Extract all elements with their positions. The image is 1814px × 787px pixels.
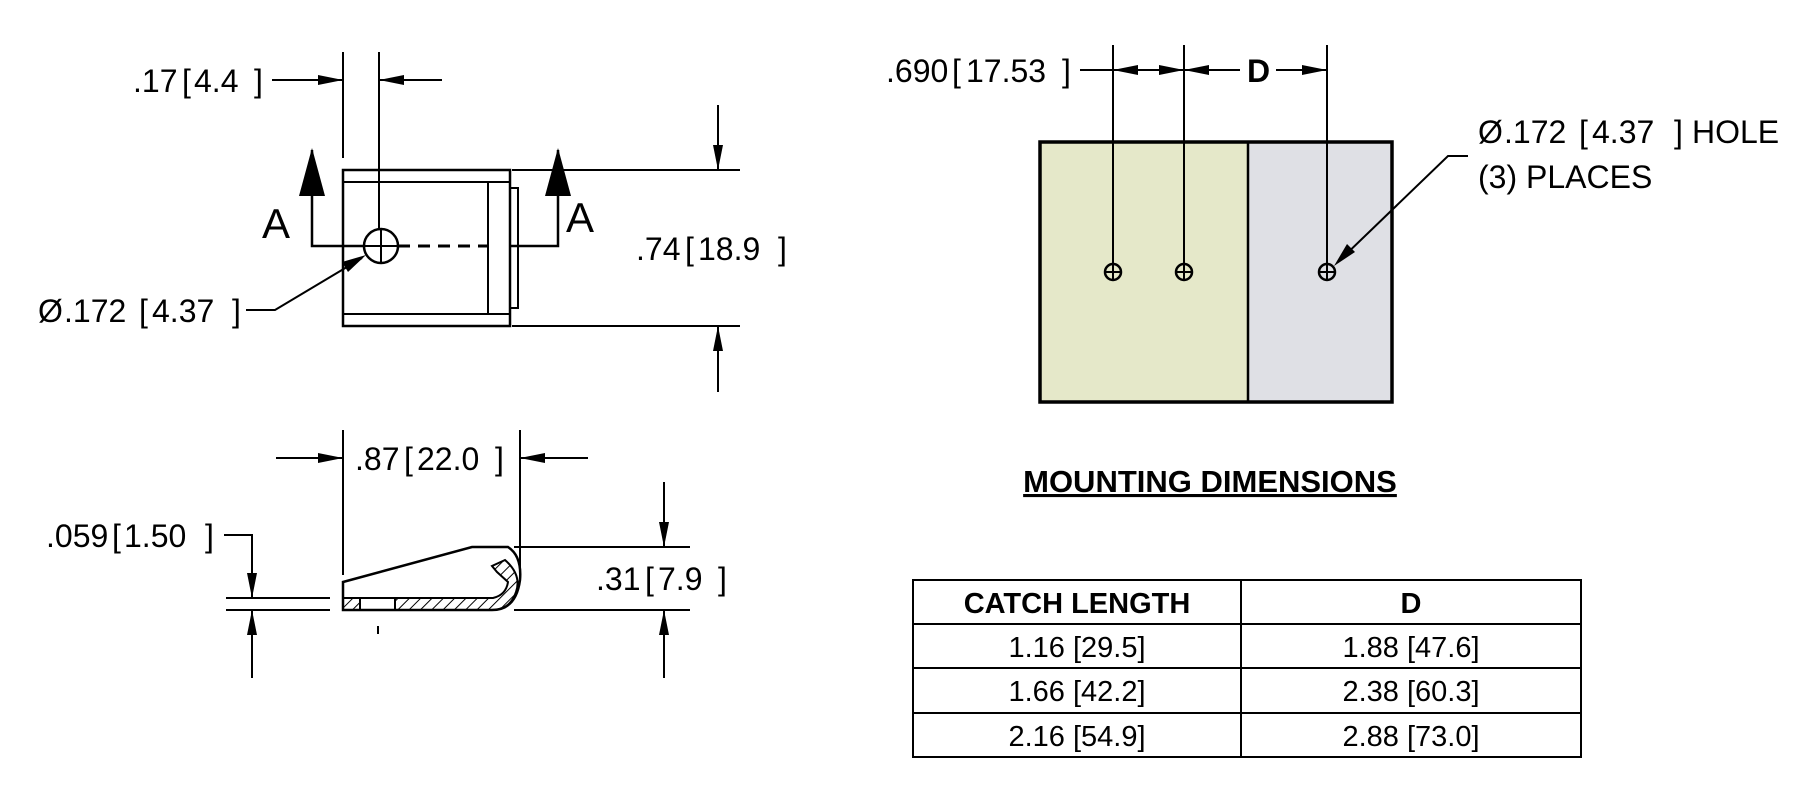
svg-text:]: ] xyxy=(205,518,214,554)
svg-text:[: [ xyxy=(404,441,413,477)
hole-note-places: (3) PLACES xyxy=(1478,159,1652,195)
hole-leader xyxy=(246,257,363,311)
svg-text:]: ] xyxy=(1062,53,1071,89)
section-arrow-left xyxy=(299,148,325,196)
hole-note-leader xyxy=(1337,155,1468,263)
spacing-dimension: .690 xyxy=(886,53,948,89)
svg-text:]: ] xyxy=(1674,114,1683,150)
table-cell: 1.88 [47.6] xyxy=(1342,632,1479,664)
svg-text:]: ] xyxy=(718,561,727,597)
hole-note-dimension: .172 xyxy=(1504,114,1566,150)
spacing-dimension-mm: 17.53 xyxy=(966,53,1046,89)
section-line-left xyxy=(310,150,364,248)
table-cell: 2.38 [60.3] xyxy=(1342,676,1479,708)
svg-text:[: [ xyxy=(952,53,961,89)
section-label-left: A xyxy=(262,200,290,247)
svg-text:[: [ xyxy=(645,561,654,597)
svg-text:[: [ xyxy=(685,231,694,267)
top-view-body xyxy=(341,168,512,328)
offset-dimension: .17 xyxy=(133,63,177,99)
svg-text:]: ] xyxy=(495,441,504,477)
table-cell: 1.16 [29.5] xyxy=(1008,632,1145,664)
mounting-hole-1 xyxy=(1103,262,1123,282)
hole-note-diameter-symbol: Ø xyxy=(1478,114,1503,150)
hole-note-dimension-mm: 4.37 xyxy=(1592,114,1654,150)
svg-text:]: ] xyxy=(254,63,263,99)
mounting-view: .690 [ 17.53 ] D Ø .172 [ 4.37 ] HOLE (3… xyxy=(886,45,1779,499)
dimensions-table: CATCH LENGTH D 1.16 [29.5] 1.88 [47.6] 1… xyxy=(912,579,1582,758)
table-cell: 2.88 [73.0] xyxy=(1342,721,1479,753)
side-height-dimension: .31 xyxy=(596,561,640,597)
diameter-symbol: Ø xyxy=(38,293,63,329)
table-header-d: D xyxy=(1401,588,1422,620)
table-cell: 1.66 [42.2] xyxy=(1008,676,1145,708)
svg-text:[: [ xyxy=(182,63,191,99)
height-dimension-mm: 18.9 xyxy=(698,231,760,267)
offset-dimension-mm: 4.4 xyxy=(194,63,238,99)
svg-text:[: [ xyxy=(139,293,148,329)
mounting-hole-3 xyxy=(1317,262,1337,282)
top-view-lip xyxy=(487,181,511,315)
hole-dimension: .172 xyxy=(64,293,126,329)
width-dimension-mm: 22.0 xyxy=(417,441,479,477)
table-cell: 2.16 [54.9] xyxy=(1008,721,1145,753)
top-view-lip-edge xyxy=(509,187,519,309)
mounting-title: MOUNTING DIMENSIONS xyxy=(1023,464,1397,499)
thickness-dimension: .059 xyxy=(46,518,108,554)
hole-note-suffix: HOLE xyxy=(1692,114,1779,150)
table-header-catch-length: CATCH LENGTH xyxy=(964,588,1191,620)
svg-text:[: [ xyxy=(112,518,121,554)
mounting-outline xyxy=(1038,140,1394,404)
d-label: D xyxy=(1247,53,1270,89)
svg-text:]: ] xyxy=(232,293,241,329)
hole-dimension-mm: 4.37 xyxy=(152,293,214,329)
side-height-dimension-mm: 7.9 xyxy=(658,561,702,597)
thickness-dimension-mm: 1.50 xyxy=(124,518,186,554)
side-view: .87 [ 22.0 ] .059 [ 1.50 ] .31 [ 7.9 ] xyxy=(46,430,727,678)
mounting-panel-left xyxy=(1040,142,1248,402)
width-dimension: .87 xyxy=(355,441,399,477)
section-label-right: A xyxy=(566,194,594,241)
section-arrow-right xyxy=(545,148,571,196)
top-view: A A .17 [ 4.4 ] .74 [ 18.9 ] Ø .172 [ 4.… xyxy=(38,52,787,392)
mounting-hole-2 xyxy=(1174,262,1194,282)
svg-text:]: ] xyxy=(778,231,787,267)
side-view-section-hatch xyxy=(394,558,519,611)
height-dimension: .74 xyxy=(636,231,680,267)
svg-text:[: [ xyxy=(1579,114,1588,150)
